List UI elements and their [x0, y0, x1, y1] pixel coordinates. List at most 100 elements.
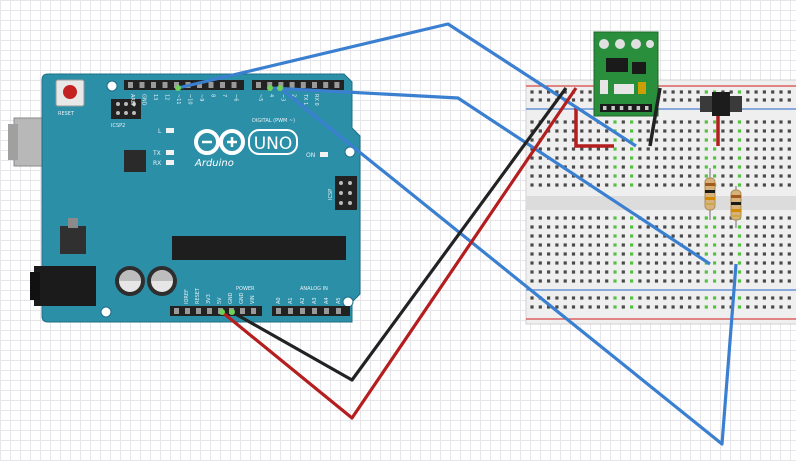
icsp-label: ICSP — [328, 189, 334, 200]
breadboard-hole — [621, 279, 625, 283]
breadboard-hole — [663, 138, 667, 142]
breadboard-hole — [547, 147, 551, 151]
breadboard-hole — [754, 296, 758, 300]
mounting-hole — [342, 296, 354, 308]
breadboard-hole — [729, 165, 733, 169]
breadboard-hole — [621, 252, 625, 256]
breadboard-hole — [679, 183, 683, 187]
breadboard-hole — [530, 225, 534, 229]
breadboard-hole — [771, 165, 775, 169]
breadboard-hole — [671, 165, 675, 169]
breadboard-hole — [713, 305, 717, 309]
arduino-logo-text: Arduino — [194, 158, 234, 169]
breadboard-hole — [530, 243, 534, 247]
breadboard-hole — [538, 225, 542, 229]
pin-label: 2 — [291, 94, 297, 97]
breadboard-hole — [762, 243, 766, 247]
breadboard-hole — [646, 305, 650, 309]
breadboard-hole — [646, 270, 650, 274]
capacitor — [147, 266, 177, 296]
breadboard-hole — [596, 183, 600, 187]
breadboard-hole — [779, 261, 783, 265]
breadboard-hole — [771, 183, 775, 187]
pin-label: A1 — [288, 297, 294, 304]
breadboard-hole — [696, 129, 700, 133]
breadboard-hole — [605, 156, 609, 160]
power-header — [170, 306, 262, 316]
breadboard-hole — [779, 120, 783, 124]
breadboard-hole — [696, 305, 700, 309]
breadboard-hole — [555, 270, 559, 274]
breadboard-hole — [779, 234, 783, 238]
pin-label: A4 — [324, 297, 330, 304]
breadboard-hole — [696, 243, 700, 247]
breadboard-hole — [737, 234, 742, 238]
breadboard-hole — [638, 156, 642, 160]
breadboard-hole — [721, 296, 725, 300]
breadboard-hole — [696, 296, 700, 300]
breadboard-hole — [538, 98, 542, 102]
breadboard-hole — [638, 279, 642, 283]
breadboard-hole — [771, 156, 775, 160]
breadboard-hole — [555, 183, 559, 187]
mounting-hole — [100, 306, 112, 318]
breadboard-hole — [571, 174, 576, 178]
breadboard-hole — [713, 252, 717, 256]
analog-header — [272, 306, 350, 316]
sensor-header — [600, 104, 652, 112]
breadboard-hole — [704, 129, 708, 133]
breadboard-hole — [704, 156, 708, 160]
header-pin — [162, 82, 168, 88]
breadboard-hole — [787, 225, 791, 229]
breadboard-hole — [571, 234, 576, 238]
breadboard-hole — [563, 120, 567, 124]
breadboard-hole — [605, 216, 609, 220]
breadboard-hole — [646, 156, 650, 160]
sensor-component — [614, 84, 634, 94]
breadboard-hole — [787, 183, 791, 187]
header-pin — [231, 82, 237, 88]
breadboard-hole — [746, 98, 750, 102]
breadboard-hole — [787, 261, 791, 265]
breadboard-hole — [679, 90, 683, 94]
header-pin — [196, 308, 201, 314]
icsp-header — [335, 176, 357, 210]
header-pin — [276, 308, 281, 314]
breadboard-hole — [588, 129, 592, 133]
breadboard-hole — [580, 147, 584, 151]
breadboard-hole — [696, 270, 700, 274]
breadboard-hole — [787, 138, 791, 142]
breadboard-hole — [688, 138, 692, 142]
breadboard-hole — [787, 243, 791, 247]
breadboard-hole — [638, 270, 642, 274]
breadboard-hole — [671, 225, 675, 229]
breadboard-hole — [596, 252, 600, 256]
breadboard-hole — [538, 279, 542, 283]
breadboard-hole — [762, 147, 766, 151]
breadboard-hole — [679, 279, 683, 283]
breadboard-hole — [737, 174, 742, 178]
breadboard-hole — [779, 90, 783, 94]
sensor-pin — [645, 106, 649, 110]
breadboard-hole — [713, 138, 717, 142]
header-pin — [288, 308, 293, 314]
breadboard-hole — [746, 296, 750, 300]
breadboard-hole — [729, 252, 733, 256]
breadboard-hole — [688, 156, 692, 160]
breadboard-hole — [596, 165, 600, 169]
breadboard-hole — [787, 120, 791, 124]
header-pin — [256, 82, 261, 88]
breadboard-hole — [688, 216, 692, 220]
breadboard-hole — [754, 305, 758, 309]
breadboard-hole — [663, 98, 667, 102]
breadboard-hole — [671, 156, 675, 160]
breadboard-hole — [713, 156, 717, 160]
breadboard-hole — [547, 90, 551, 94]
breadboard-hole — [729, 270, 733, 274]
breadboard-hole — [671, 261, 675, 265]
breadboard-hole — [654, 129, 659, 133]
breadboard-hole — [630, 296, 634, 300]
breadboard-hole — [721, 138, 725, 142]
pin-label: 13 — [152, 94, 158, 100]
